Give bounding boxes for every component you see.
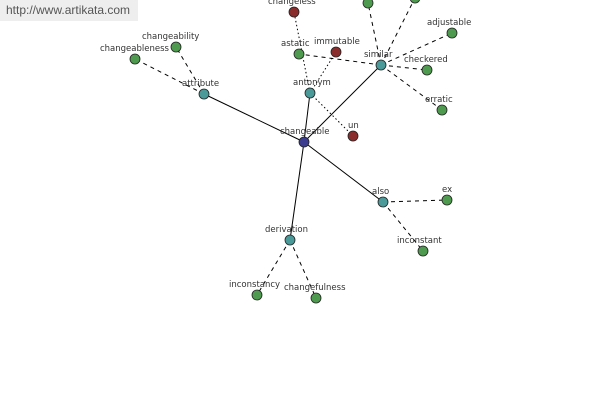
node-ex[interactable] [441, 194, 453, 206]
node-un[interactable] [347, 130, 359, 142]
edge-changeable-attribute [203, 93, 305, 143]
edge-also-ex [382, 199, 448, 203]
node-label-inconstancy[interactable]: inconstancy [229, 280, 280, 290]
node-attribute[interactable] [198, 88, 210, 100]
node-label-changeability[interactable]: changeability [142, 32, 199, 42]
node-label-ex[interactable]: ex [442, 185, 452, 195]
node-changeable[interactable] [298, 136, 310, 148]
edge-attribute-changeableness [134, 58, 205, 95]
node-label-antonym[interactable]: antonym [293, 78, 331, 88]
edges-layer [134, 0, 453, 299]
node-label-adjustable[interactable]: adjustable [427, 18, 471, 28]
labels-layer: changeable attribute antonym similar also der… [100, 0, 471, 293]
node-label-attribute[interactable]: attribute [182, 79, 219, 89]
edge-changeable-also [303, 141, 384, 203]
node-antonym[interactable] [304, 87, 316, 99]
edge-changeable-antonym [303, 92, 311, 143]
edge-similar-astatic [298, 53, 382, 66]
node-changeableness[interactable] [129, 53, 141, 65]
node-similar_top1[interactable] [362, 0, 374, 9]
node-label-derivation[interactable]: derivation [265, 225, 308, 235]
node-label-similar[interactable]: similar [364, 50, 393, 60]
node-label-changeable[interactable]: changeable [280, 127, 329, 137]
node-erratic[interactable] [436, 104, 448, 116]
node-label-erratic[interactable]: erratic [425, 95, 453, 105]
node-also[interactable] [377, 196, 389, 208]
node-changeless[interactable] [288, 6, 300, 18]
nodes-layer [129, 0, 458, 304]
edge-also-inconstant [382, 201, 424, 252]
edge-similar-checkered [380, 64, 428, 71]
node-similar_top2[interactable] [409, 0, 421, 4]
node-adjustable[interactable] [446, 27, 458, 39]
node-changeability[interactable] [170, 41, 182, 53]
node-label-checkered[interactable]: checkered [404, 55, 448, 65]
edge-similar-adjustable [380, 32, 453, 66]
edge-derivation-changefulness [289, 239, 317, 299]
node-inconstant[interactable] [417, 245, 429, 257]
node-label-changefulness[interactable]: changefulness [284, 283, 346, 293]
node-label-immutable[interactable]: immutable [314, 37, 360, 47]
edge-derivation-inconstancy [256, 239, 291, 296]
node-label-astatic[interactable]: astatic [281, 39, 310, 49]
node-immutable[interactable] [330, 46, 342, 58]
node-changefulness[interactable] [310, 292, 322, 304]
node-label-changeableness[interactable]: changeableness [100, 44, 170, 54]
node-inconstancy[interactable] [251, 289, 263, 301]
node-label-inconstant[interactable]: inconstant [397, 236, 442, 246]
node-label-also[interactable]: also [372, 187, 389, 197]
edge-attribute-changeability [175, 46, 205, 95]
edge-changeable-derivation [289, 141, 305, 241]
node-derivation[interactable] [284, 234, 296, 246]
node-label-un[interactable]: un [348, 121, 359, 131]
node-checkered[interactable] [421, 64, 433, 76]
edge-similar-similar_top1 [367, 2, 382, 66]
watermark-url: http://www.artikata.com [0, 0, 138, 21]
node-label-changeless[interactable]: changeless [268, 0, 316, 7]
node-similar[interactable] [375, 59, 387, 71]
edge-changeable-similar [303, 64, 382, 143]
node-astatic[interactable] [293, 48, 305, 60]
